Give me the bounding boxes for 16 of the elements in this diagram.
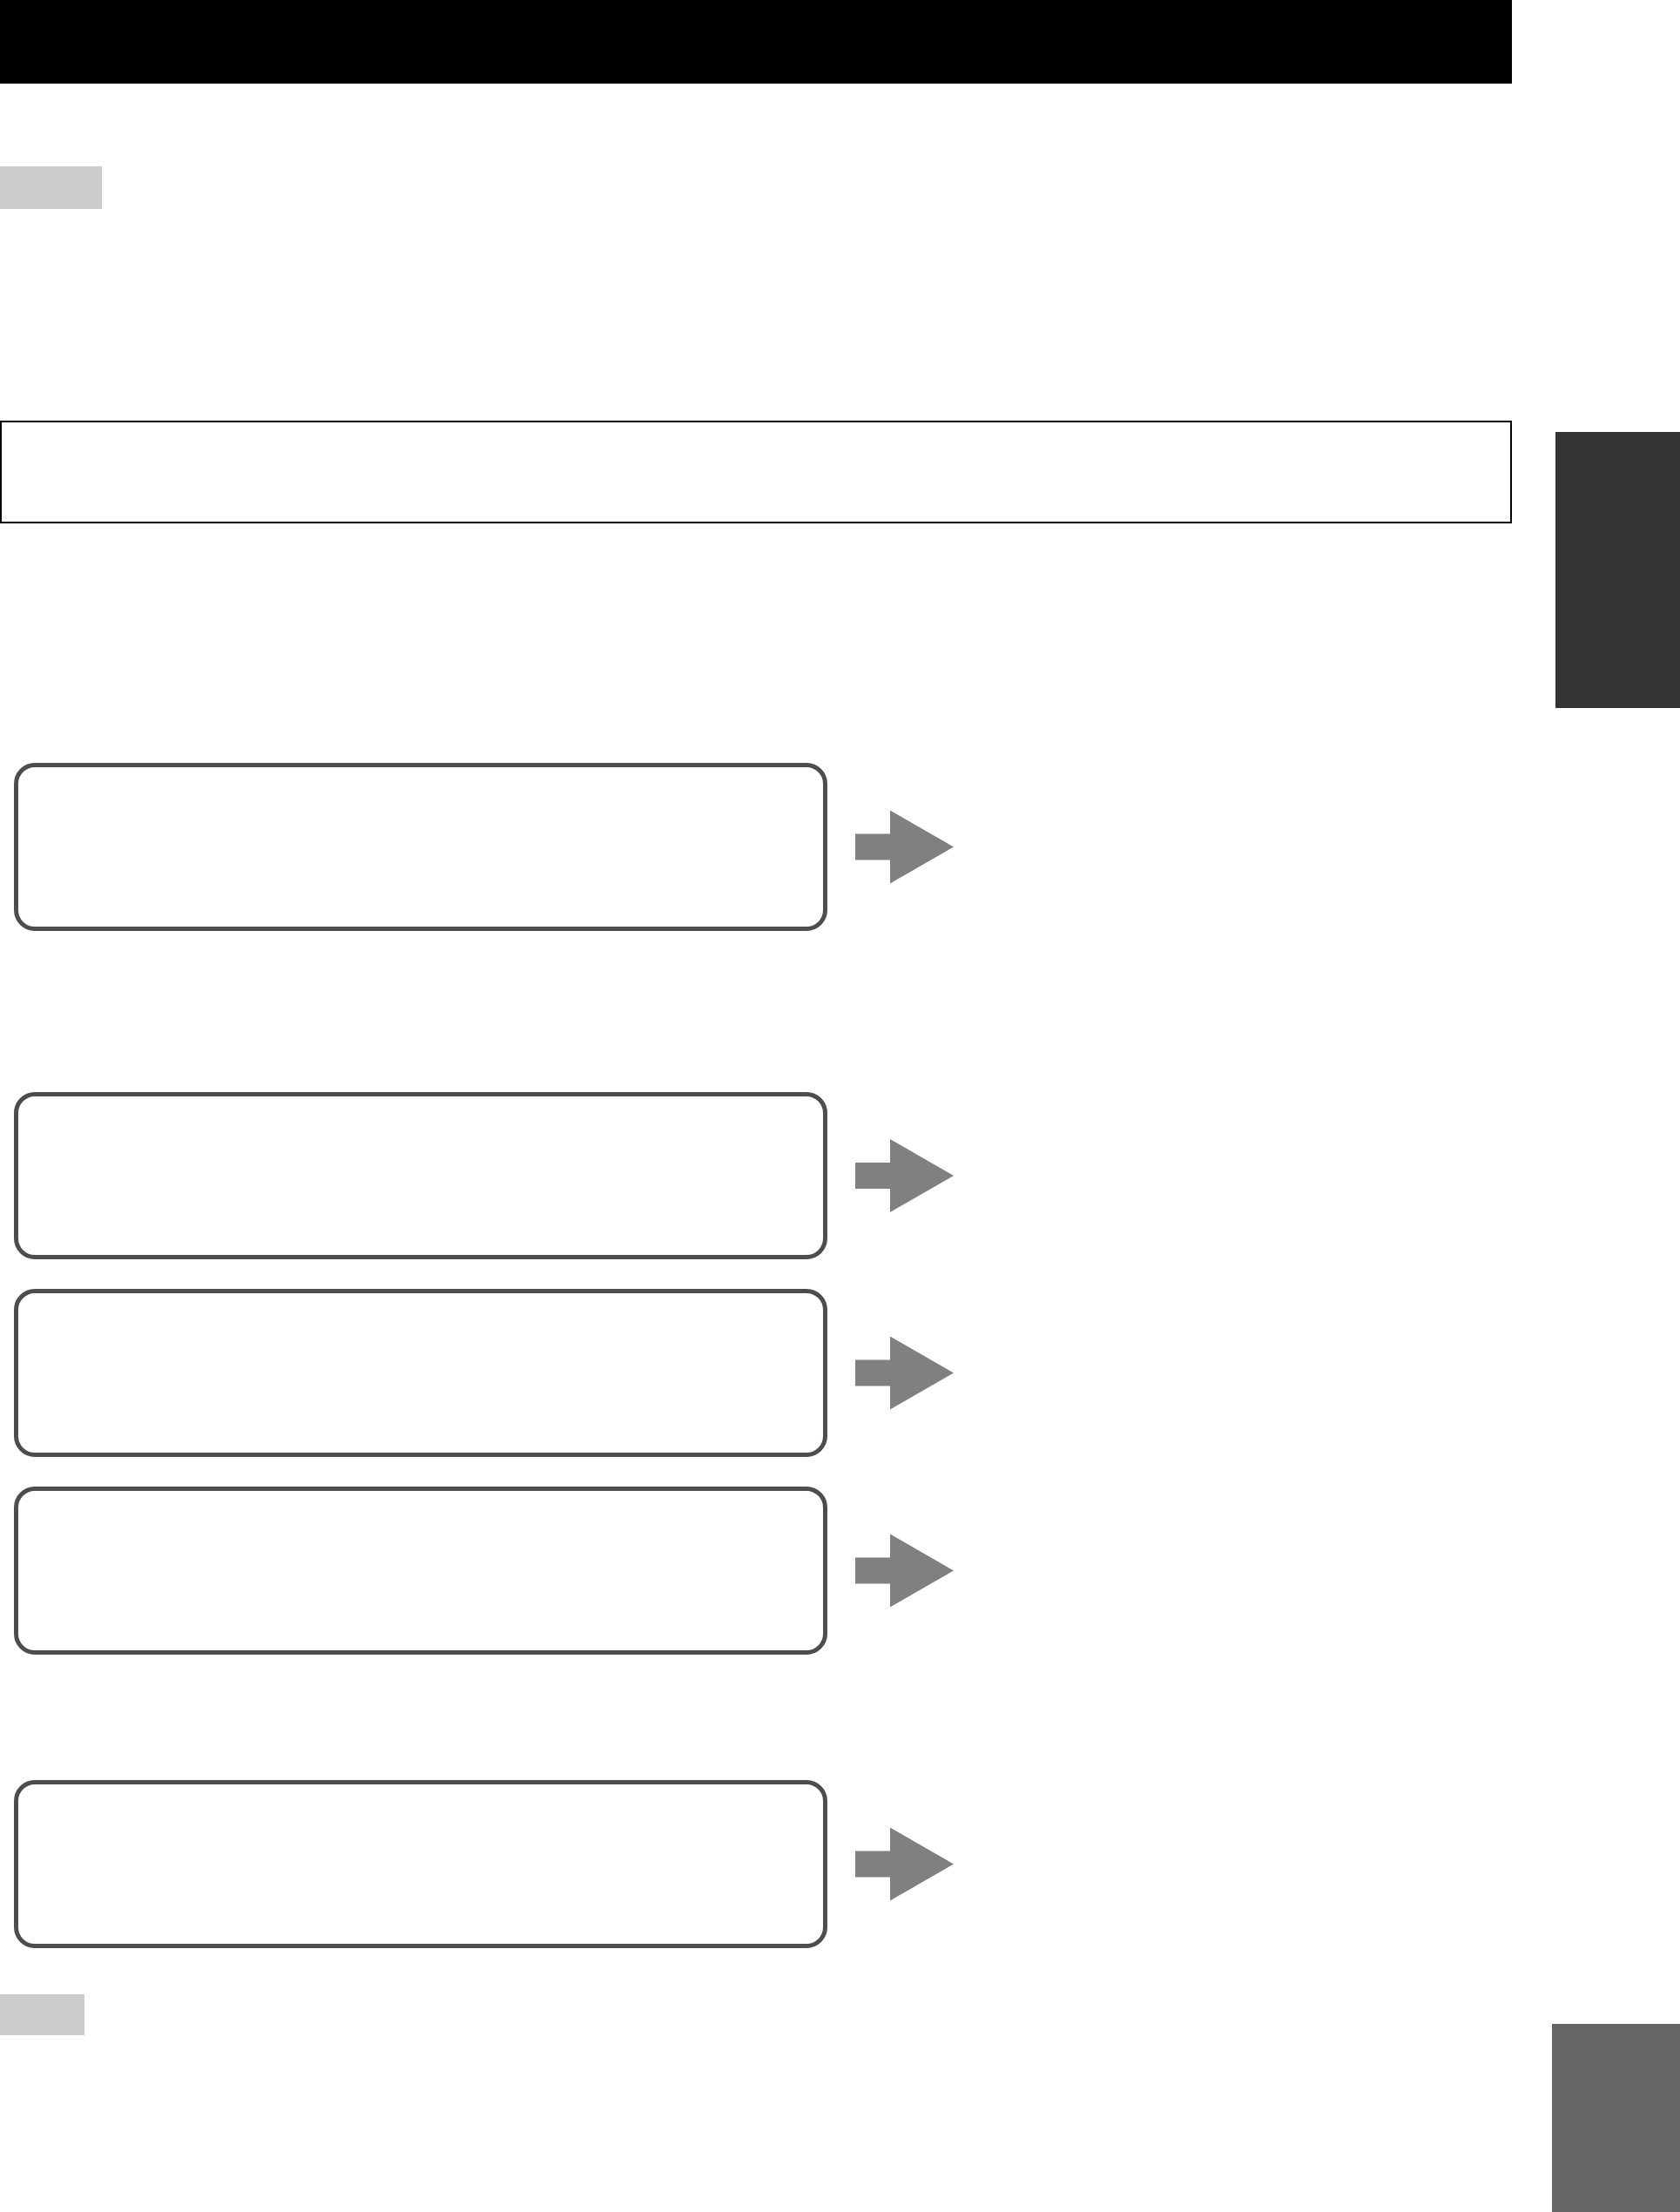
block-arrow	[855, 1139, 954, 1212]
rounded-box	[14, 1289, 827, 1457]
block-arrow	[855, 1534, 954, 1608]
header-bar	[0, 0, 1512, 84]
rounded-box	[14, 1487, 827, 1655]
side-tab	[1552, 2024, 1680, 2212]
rounded-box	[14, 1092, 827, 1259]
block-arrow	[855, 1827, 954, 1901]
section-tag	[0, 1994, 84, 2035]
section-tag	[0, 166, 102, 209]
rounded-box	[14, 1780, 827, 1948]
note-frame	[0, 421, 1512, 523]
side-tab	[1555, 432, 1680, 708]
block-arrow	[855, 810, 954, 884]
rounded-box	[14, 763, 827, 931]
block-arrow	[855, 1336, 954, 1410]
